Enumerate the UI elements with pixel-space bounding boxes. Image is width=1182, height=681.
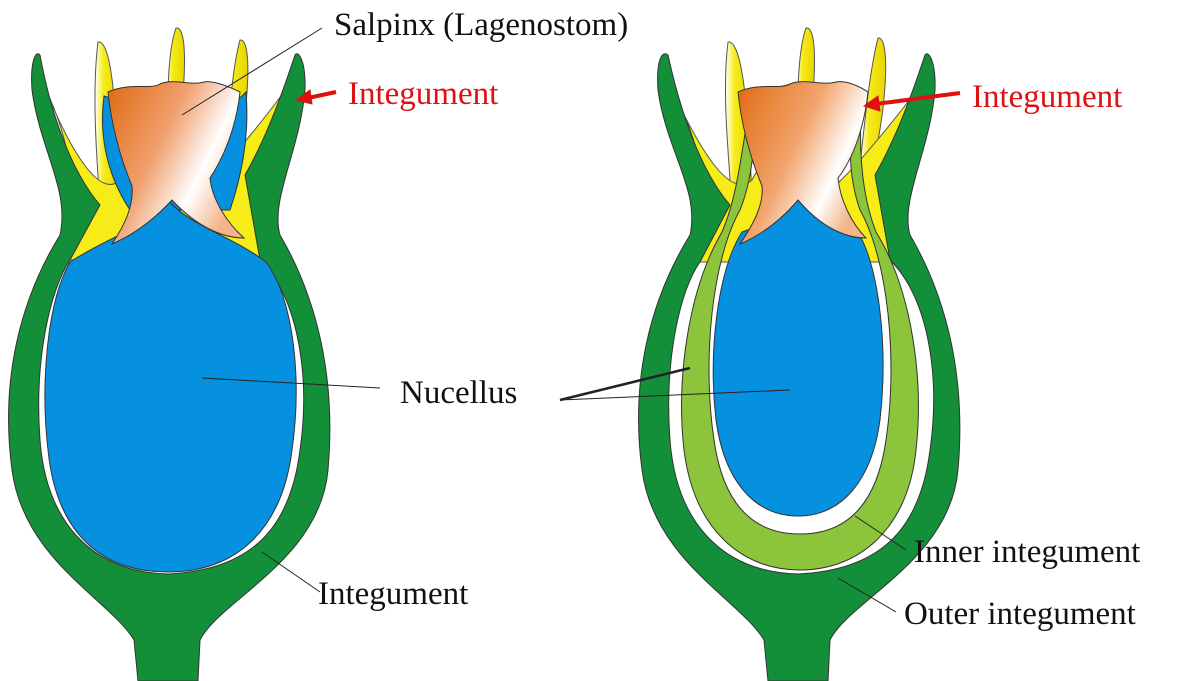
left-ovule — [9, 28, 330, 681]
label-salpinx: Salpinx (Lagenostom) — [334, 7, 628, 43]
label-inner-integument: Inner integument — [914, 534, 1140, 570]
label-integument-red-right: Integument — [972, 79, 1122, 115]
label-integument-red-left: Integument — [348, 76, 498, 112]
label-outer-integument: Outer integument — [904, 596, 1136, 632]
right-ovule — [639, 28, 960, 681]
label-nucellus: Nucellus — [400, 375, 517, 411]
label-integument-bottom: Integument — [318, 576, 468, 612]
right-nucellus — [713, 196, 883, 516]
red-arrow-left-shaft — [308, 92, 336, 98]
